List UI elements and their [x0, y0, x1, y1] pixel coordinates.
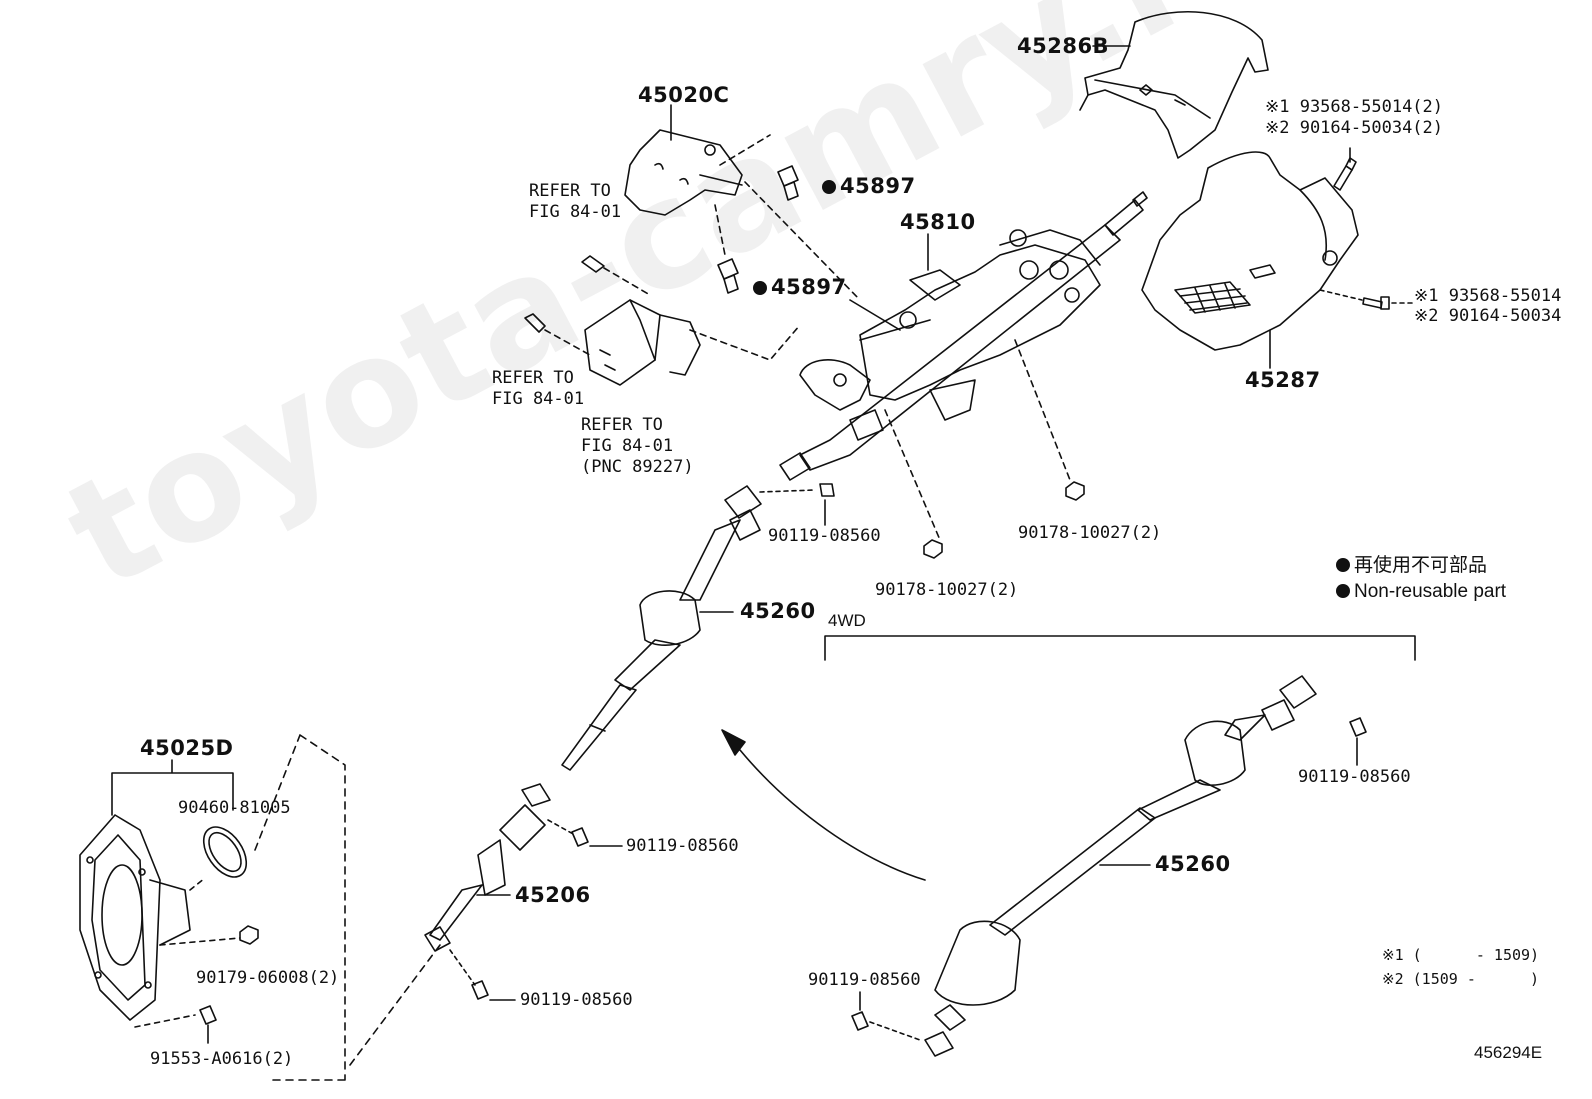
bolt-90119-b — [571, 827, 589, 847]
label-refer-top-2: FIG 84-01 — [529, 202, 622, 222]
label-45287: 45287 — [1245, 368, 1321, 392]
label-90460: 90460-81005 — [178, 798, 291, 818]
non-reusable-marker — [753, 281, 767, 295]
label-45025d: 45025D — [140, 736, 234, 760]
label-refer-low-3: (PNC 89227) — [581, 457, 694, 477]
bolt-90119-e — [851, 1011, 869, 1031]
leader-45025d — [111, 759, 234, 816]
label-4wd: 4WD — [828, 611, 866, 630]
arrow-4wd — [739, 749, 926, 881]
bolt-45897-upper — [777, 165, 799, 201]
label-refer-top-1: REFER TO — [529, 181, 611, 201]
legend-en: Non-reusable part — [1336, 582, 1506, 601]
steering-column-45810 — [779, 191, 1148, 481]
lower-shaft-45206 — [424, 783, 551, 952]
cover-screw-upper — [1333, 157, 1357, 191]
label-45286b: 45286B — [1017, 34, 1110, 58]
label-upper-screw-2: ※2 90164-50034(2) — [1265, 118, 1444, 138]
non-reusable-marker — [822, 180, 836, 194]
legend-dot — [1336, 558, 1350, 572]
intermediate-shaft-45260-main — [561, 485, 762, 771]
bolt-91553 — [199, 1005, 217, 1025]
label-45897-lower: 45897 — [753, 277, 847, 298]
figure-id: 456294E — [1474, 1043, 1543, 1062]
label-90178-a: 90178-10027(2) — [1018, 523, 1162, 543]
label-90178-b: 90178-10027(2) — [875, 580, 1019, 600]
note-2: ※2 (1509 - ) — [1382, 970, 1540, 988]
label-refer-mid-1: REFER TO — [492, 368, 574, 388]
clamp-90460 — [202, 826, 248, 878]
bracket-45020c — [624, 129, 743, 216]
note-1: ※1 ( - 1509) — [1382, 946, 1540, 964]
label-side-screw-2: ※2 90164-50034 — [1414, 306, 1562, 326]
label-refer-low-2: FIG 84-01 — [581, 436, 674, 456]
cover-screw-side — [1362, 296, 1390, 310]
bracket-4wd — [824, 635, 1416, 661]
screw-refer-mid — [524, 313, 546, 333]
label-90119-d: 90119-08560 — [1298, 767, 1411, 787]
label-side-screw-1: ※1 93568-55014 — [1414, 286, 1562, 306]
screw-refer-top — [581, 255, 605, 273]
label-45020c: 45020C — [638, 83, 730, 107]
boot-cover-45025d — [79, 814, 191, 1021]
bolt-90119-d — [1349, 717, 1367, 737]
nut-90178-a — [1065, 481, 1085, 501]
nut-90178-b — [923, 539, 943, 559]
bolt-90119-c — [471, 980, 489, 1000]
lower-column-cover-45287 — [1141, 151, 1359, 351]
label-90119-a: 90119-08560 — [768, 526, 881, 546]
label-45897-upper: 45897 — [822, 176, 916, 197]
label-90119-c: 90119-08560 — [520, 990, 633, 1010]
label-refer-low-1: REFER TO — [581, 415, 663, 435]
nut-90179 — [239, 925, 259, 945]
label-refer-mid-2: FIG 84-01 — [492, 389, 585, 409]
label-45260-4wd: 45260 — [1155, 852, 1231, 876]
label-45260-main: 45260 — [740, 599, 816, 623]
label-90119-e: 90119-08560 — [808, 970, 921, 990]
intermediate-shaft-45260-4wd — [924, 675, 1317, 1057]
label-45810: 45810 — [900, 210, 976, 234]
label-45206: 45206 — [515, 883, 591, 907]
label-91553: 91553-A0616(2) — [150, 1049, 294, 1069]
label-90179: 90179-06008(2) — [196, 968, 340, 988]
label-upper-screw-1: ※1 93568-55014(2) — [1265, 97, 1444, 117]
legend-dot — [1336, 584, 1350, 598]
label-90119-b: 90119-08560 — [626, 836, 739, 856]
switch-assembly — [584, 299, 701, 386]
upper-column-cover-45286b — [1079, 10, 1269, 159]
legend-jp: 再使用不可部品 — [1336, 556, 1487, 575]
bolt-90119-a — [819, 483, 835, 497]
bolt-45897-lower — [717, 258, 739, 294]
